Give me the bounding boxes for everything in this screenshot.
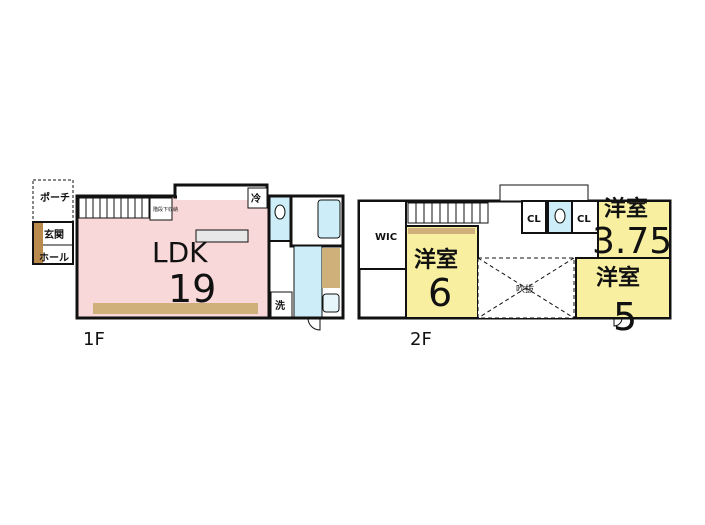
stairs-1f bbox=[78, 197, 150, 219]
washroom bbox=[293, 245, 323, 319]
closet-a-label: CL bbox=[527, 214, 541, 225]
porch-label: ポーチ bbox=[40, 191, 70, 204]
under-stair-storage bbox=[149, 197, 173, 221]
floor-cabinet bbox=[93, 303, 258, 314]
closet-a bbox=[521, 200, 547, 234]
ldk-room bbox=[75, 194, 271, 320]
door-arc-1f bbox=[307, 317, 321, 331]
western-room-5-size: 5 bbox=[613, 295, 637, 339]
western-room-6-size: 6 bbox=[428, 271, 452, 315]
entrance-area bbox=[33, 222, 43, 264]
wash-basin bbox=[322, 293, 340, 313]
bathtub bbox=[317, 199, 341, 239]
void-label: 吹抜 bbox=[516, 283, 534, 295]
bath-block-outline bbox=[267, 194, 345, 320]
western-room-5 bbox=[575, 257, 671, 319]
stairs-2f bbox=[407, 202, 489, 224]
fridge-label: 冷 bbox=[251, 192, 261, 205]
fridge-space bbox=[247, 187, 268, 209]
western-room-5-label: 洋室 bbox=[596, 265, 640, 291]
door-arc-2f bbox=[613, 317, 623, 327]
void-cross-b bbox=[477, 257, 575, 319]
western-room-6 bbox=[405, 225, 479, 319]
under-stair-storage-label: 階段下収納 bbox=[153, 206, 178, 213]
laundry-label: 洗 bbox=[275, 299, 285, 312]
closet-b-label: CL bbox=[577, 214, 591, 225]
toilet-1f-icon bbox=[274, 204, 286, 220]
ldk-bump-fill bbox=[177, 188, 265, 200]
room-6-shelf bbox=[408, 228, 475, 234]
western-room-6-label: 洋室 bbox=[414, 247, 458, 273]
floor-2-label: 2F bbox=[410, 329, 432, 350]
ldk-size-label: 19 bbox=[168, 267, 216, 311]
closet-b bbox=[571, 200, 599, 234]
western-room-375 bbox=[597, 200, 671, 259]
floor-1-label: 1F bbox=[83, 329, 105, 350]
entrance-room bbox=[32, 221, 74, 265]
floor-1: 階段下収納 冷 洗 ポーチ 玄関 ホール LDK 19 1F bbox=[32, 179, 345, 350]
ldk-name-label: LDK bbox=[152, 236, 208, 269]
western-room-375-size: 3.75 bbox=[592, 221, 672, 262]
porch-area bbox=[32, 179, 74, 223]
toilet-2f-icon bbox=[554, 208, 566, 224]
balcony bbox=[499, 184, 589, 202]
wash-storage bbox=[322, 248, 340, 288]
floor-2: WIC 洋室 6 吹抜 CL CL 洋室 3.75 bbox=[357, 184, 672, 350]
entrance-label: 玄関 bbox=[44, 228, 64, 241]
wic-room bbox=[358, 200, 407, 270]
kitchen-counter bbox=[195, 229, 249, 243]
western-room-375-label: 洋室 bbox=[604, 196, 648, 222]
wic-label: WIC bbox=[375, 232, 397, 243]
hall-label: ホール bbox=[39, 252, 69, 264]
